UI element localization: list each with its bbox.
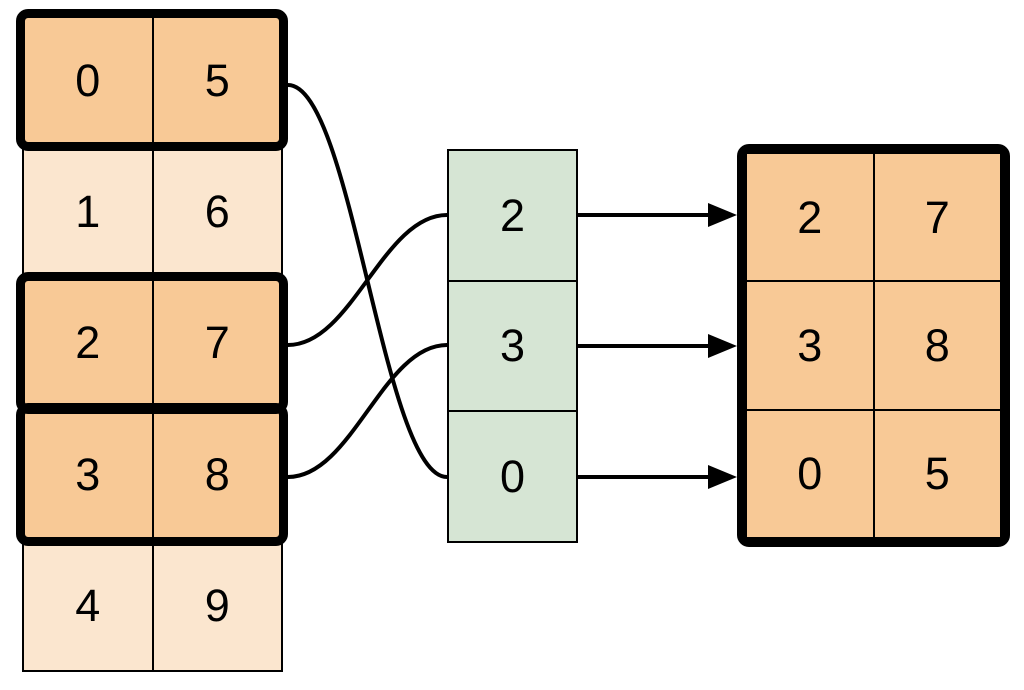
index-column: 2 3 0 <box>447 149 578 543</box>
source-cell-r3c1: 8 <box>152 408 282 540</box>
result-cell-r2c1: 5 <box>873 409 1001 538</box>
arrowhead-result-row0 <box>708 203 737 227</box>
index-cell-2: 0 <box>448 411 577 542</box>
source-cell-r3c0: 3 <box>23 408 153 540</box>
source-cell-r2c1: 7 <box>152 277 282 409</box>
arrowhead-result-row2 <box>708 465 737 489</box>
arrowhead-result-row1 <box>708 334 737 358</box>
source-cell-r0c0: 0 <box>23 15 153 147</box>
curve-source-row2-to-index-2 <box>287 213 448 347</box>
curve-source-row0-to-index-0 <box>287 83 448 479</box>
result-cell-r0c0: 2 <box>746 153 874 282</box>
source-cell-r1c1: 6 <box>152 146 282 278</box>
result-cell-r0c1: 7 <box>873 153 1001 282</box>
result-cell-r2c0: 0 <box>746 409 874 538</box>
source-cell-r1c0: 1 <box>23 146 153 278</box>
index-cell-0: 2 <box>448 150 577 281</box>
result-table: 2 7 3 8 0 5 <box>737 144 1010 547</box>
source-cell-r0c1: 5 <box>152 15 282 147</box>
curve-source-row3-to-index-3 <box>287 343 448 479</box>
index-cell-1: 3 <box>448 280 577 412</box>
source-cell-r2c0: 2 <box>23 277 153 409</box>
result-cell-r1c0: 3 <box>746 281 874 410</box>
source-cell-r4c0: 4 <box>23 539 153 671</box>
result-cell-r1c1: 8 <box>873 281 1001 410</box>
source-table: 0 5 1 6 2 7 3 8 4 9 <box>22 14 283 672</box>
source-cell-r4c1: 9 <box>152 539 282 671</box>
